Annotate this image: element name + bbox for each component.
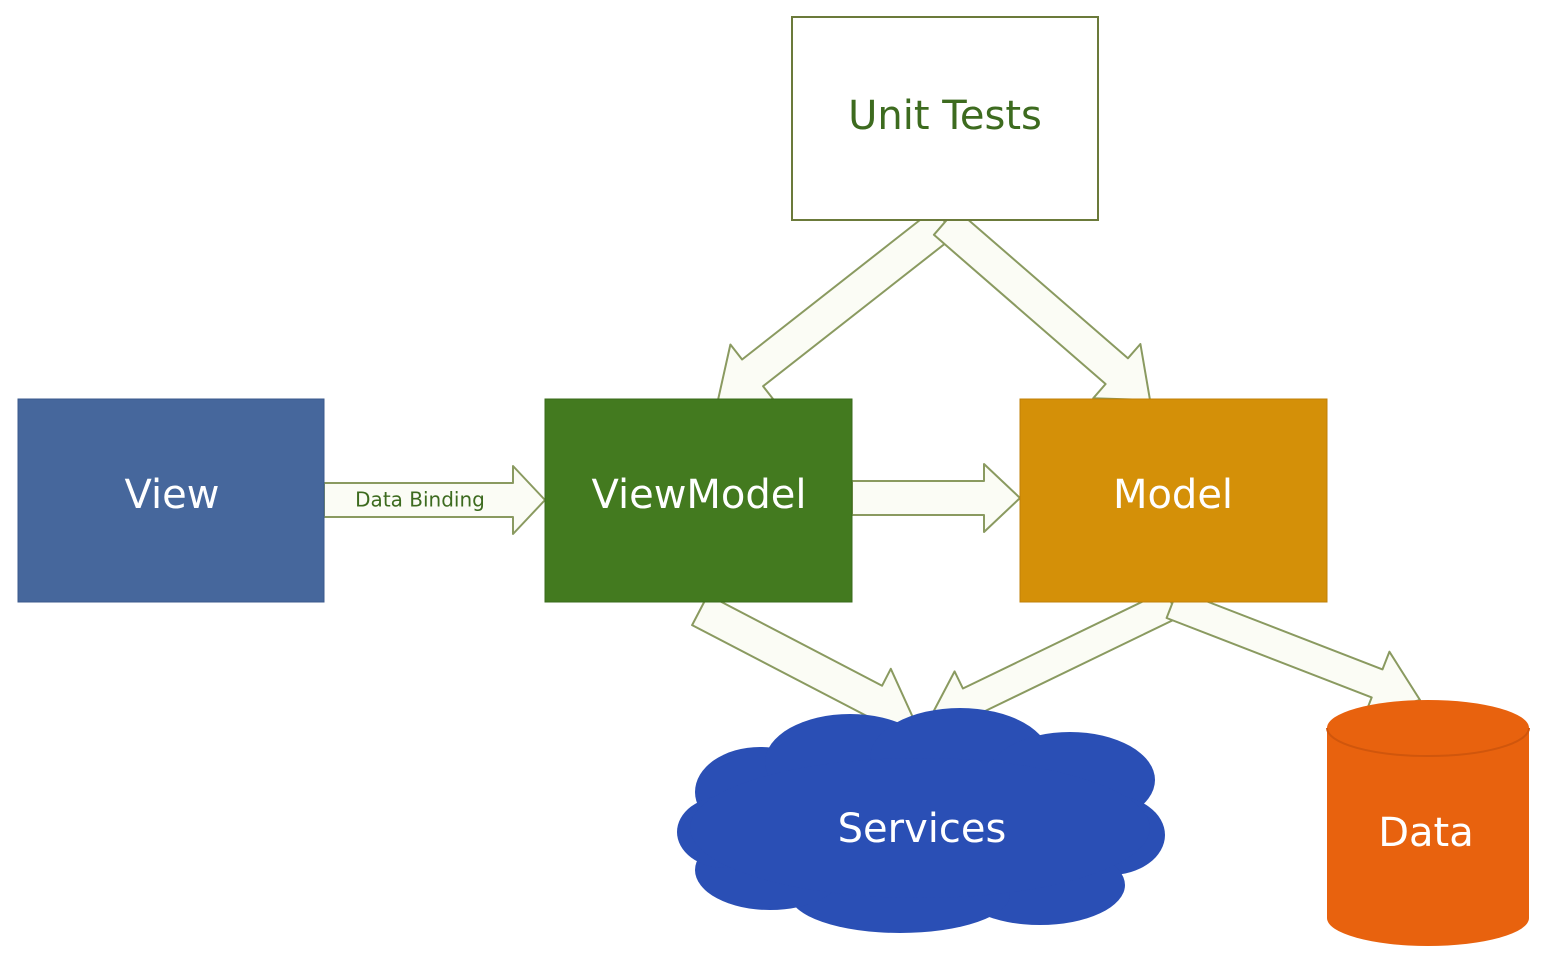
- arrow-view-to-viewmodel: [323, 465, 546, 535]
- arrow-viewmodel-to-services: [691, 593, 916, 734]
- data-binding-label: Data Binding: [355, 488, 485, 512]
- data-label: Data: [1378, 810, 1474, 856]
- arrow-unittests-to-viewmodel: [717, 207, 957, 403]
- data-node: Data: [1326, 700, 1530, 946]
- model-node: Model: [1019, 398, 1328, 603]
- arrow-unittests-to-model: [932, 208, 1151, 401]
- services-node: Services: [677, 708, 1165, 933]
- arrow-model-to-data: [1165, 589, 1421, 717]
- arrow-viewmodel-to-model: [851, 463, 1021, 533]
- viewmodel-label: ViewModel: [591, 472, 806, 518]
- model-label: Model: [1113, 472, 1233, 518]
- services-label: Services: [838, 806, 1007, 852]
- viewmodel-node: ViewModel: [544, 398, 853, 603]
- arrows-group: [323, 207, 1421, 734]
- unit-tests-node: Unit Tests: [791, 16, 1099, 221]
- unit-tests-label: Unit Tests: [848, 93, 1042, 139]
- view-label: View: [125, 472, 220, 518]
- view-node: View: [17, 398, 325, 603]
